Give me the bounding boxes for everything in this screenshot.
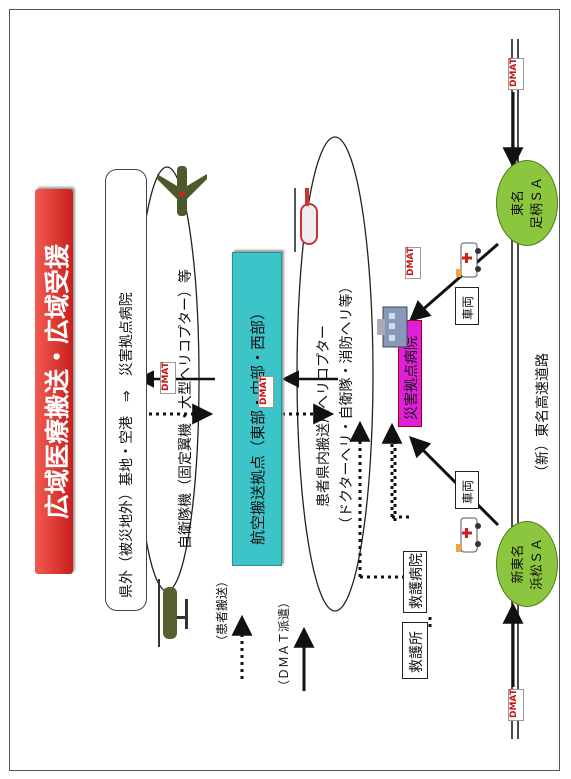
legend-dmat-dispatch: （ＤＭＡＴ派遣） [277,595,291,692]
rescue-hospital-box: 救護病院 [403,551,427,613]
heli-text-1: 患者県内搬送用ヘリコプター [316,325,332,507]
page-title: 広域医療搬送・広域受援 [43,244,72,520]
vehicle-text-right: 車両 [461,295,475,320]
dmat-badge-hospital: DMAT [405,247,421,279]
arrow-hospital-to-ashigara-sa [408,242,499,322]
dmat-badge-ashigara: DMAT [508,58,524,90]
vehicle-box-left: 車両 [455,471,479,509]
fighter-aircraft-icon [157,166,207,216]
rescue-station-box: 救護所 [402,622,428,679]
doctor-helicopter-icon [294,188,318,252]
hamamatsu-sa-ellipse: 新東名 浜松ＳＡ [496,521,558,607]
rescue-station-text: 救護所 [409,631,425,673]
page-frame [9,9,560,771]
ashigara-sa-line2: 足柄ＳＡ [530,177,545,230]
air-base-box: 航空搬送拠点（東部・中部・西部） [232,252,282,566]
fixed-wing-text: 自衛隊機（固定翼機・大型ヘリコプター）等 [178,269,194,549]
outside-base-box: 県外（被災地外）基地・空港 ⇒ 災害拠点病院 [105,169,147,611]
vehicle-box-right: 車両 [455,287,479,325]
dmat-badge-air-base: DMAT [258,376,274,408]
outside-base-text: 県外（被災地外）基地・空港 ⇒ 災害拠点病院 [119,292,135,598]
title-banner: 広域医療搬送・広域受援 [35,189,73,574]
hamamatsu-sa-line2: 浜松ＳＡ [530,538,545,591]
ambulance-icon-left [456,517,481,553]
ashigara-sa-line1: 東名 [511,190,526,217]
expressway-label: （新）東名高速道路 [535,353,551,479]
ambulance-icon-right [456,242,481,278]
vehicle-text-left: 車両 [461,479,475,504]
dmat-badge-hamamatsu: DMAT [508,689,524,721]
dmat-badge-outside: DMAT [160,362,176,394]
heli-text-2: （ドクターヘリ・自衛隊・消防ヘリ等） [339,279,355,531]
legend-patient-transport: （患者搬送） [215,574,229,647]
transport-helicopter-icon [158,579,188,647]
rescue-hospital-text: 救護病院 [409,553,425,609]
hospital-building-icon [377,306,408,348]
hamamatsu-sa-line1: 新東名 [511,544,526,584]
air-base-text: 航空搬送拠点（東部・中部・西部） [249,304,267,545]
ashigara-sa-ellipse: 東名 足柄ＳＡ [496,160,558,246]
